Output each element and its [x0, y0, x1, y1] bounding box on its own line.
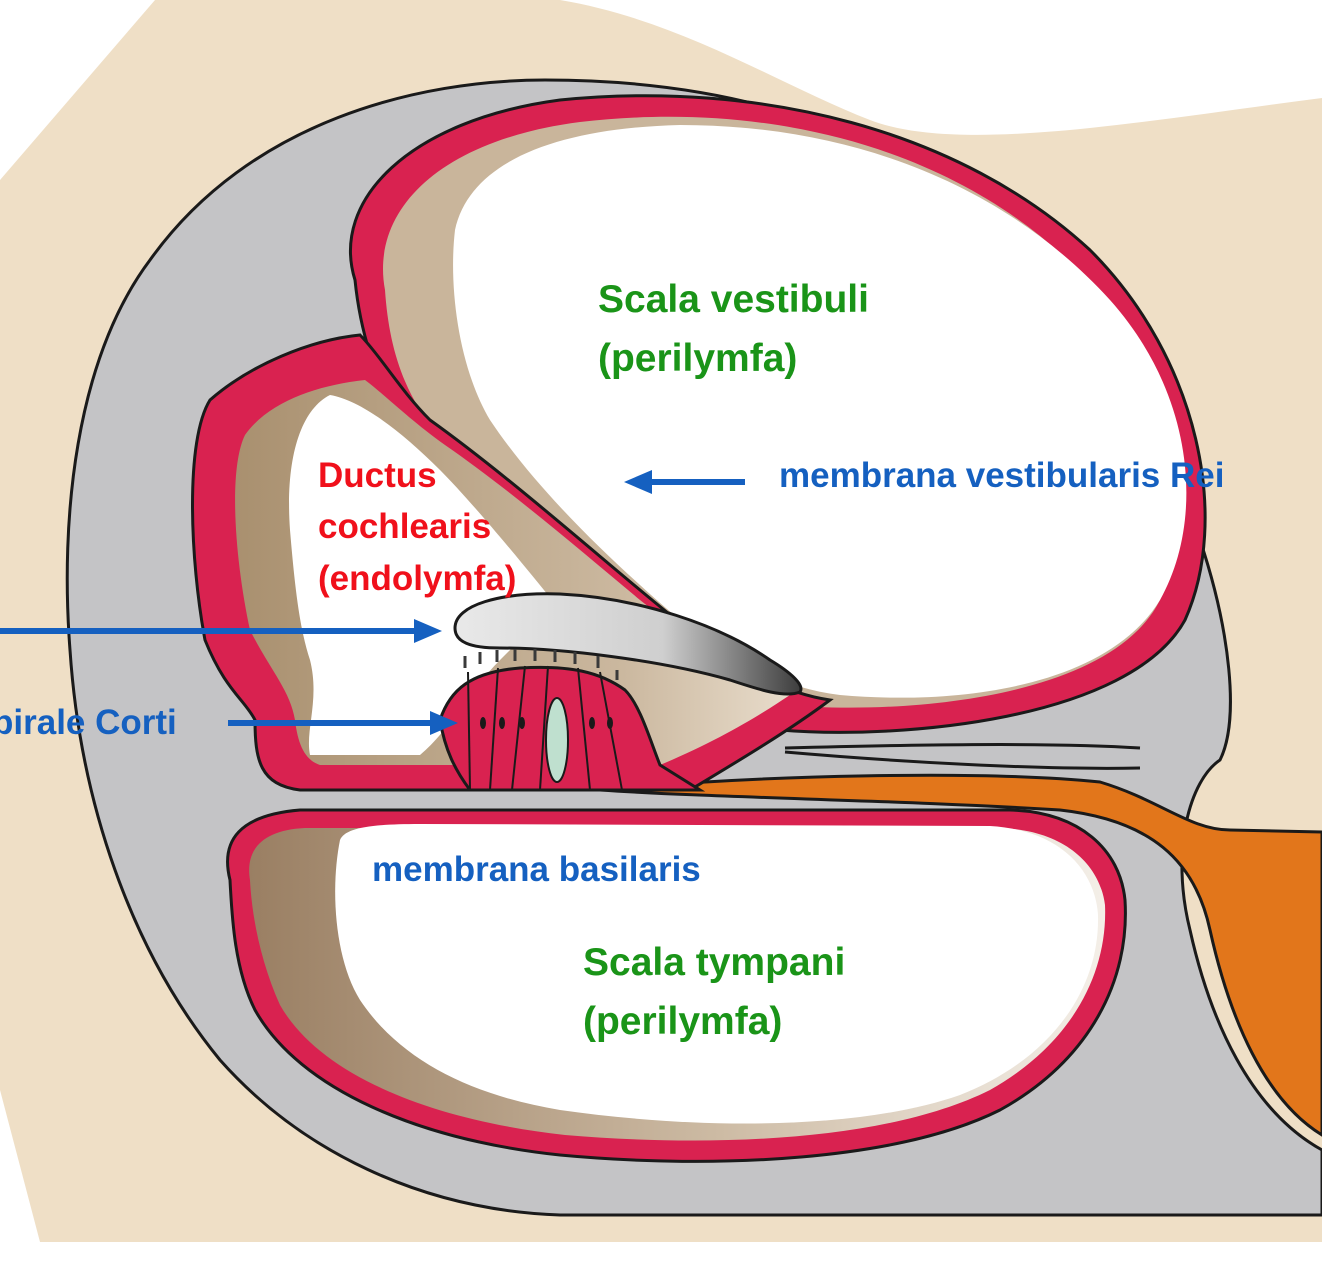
label-ductus-line2: cochlearis	[318, 507, 491, 546]
label-scala-tympani-line1: Scala tympani	[583, 941, 845, 984]
label-scala-vestibuli-line1: Scala vestibuli	[598, 278, 869, 321]
label-membrana-basilaris: membrana basilaris	[372, 850, 701, 889]
label-ductus-line3: (endolymfa)	[318, 559, 516, 598]
label-organum-spirale: pirale Corti	[0, 703, 177, 742]
tunnel-of-corti	[546, 698, 568, 782]
label-membrana-vestibularis: membrana vestibularis Rei	[779, 456, 1224, 495]
label-scala-vestibuli-line2: (perilymfa)	[598, 337, 797, 380]
label-ductus-line1: Ductus	[318, 456, 437, 495]
label-scala-tympani-line2: (perilymfa)	[583, 1000, 782, 1043]
